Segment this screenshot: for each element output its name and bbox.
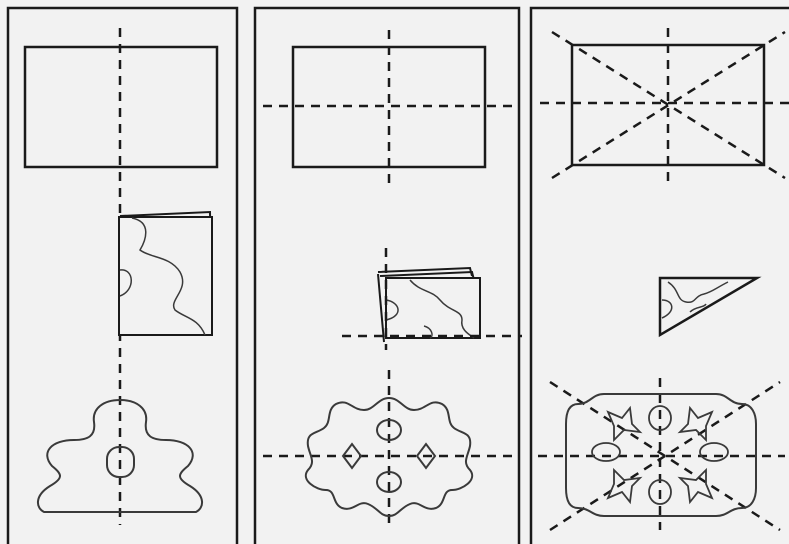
folded-wedge: [660, 278, 757, 335]
panel-two-folds: [263, 30, 522, 525]
cutout-left: [592, 443, 620, 461]
panel-one-fold: [25, 28, 217, 525]
cutout-star-br: [680, 470, 712, 502]
cutout-star-tl: [608, 408, 640, 440]
cutout-star-tr: [680, 408, 712, 440]
panel-four-folds: [538, 28, 789, 530]
folded-sheet: [119, 212, 212, 336]
cutout-right: [700, 443, 728, 461]
